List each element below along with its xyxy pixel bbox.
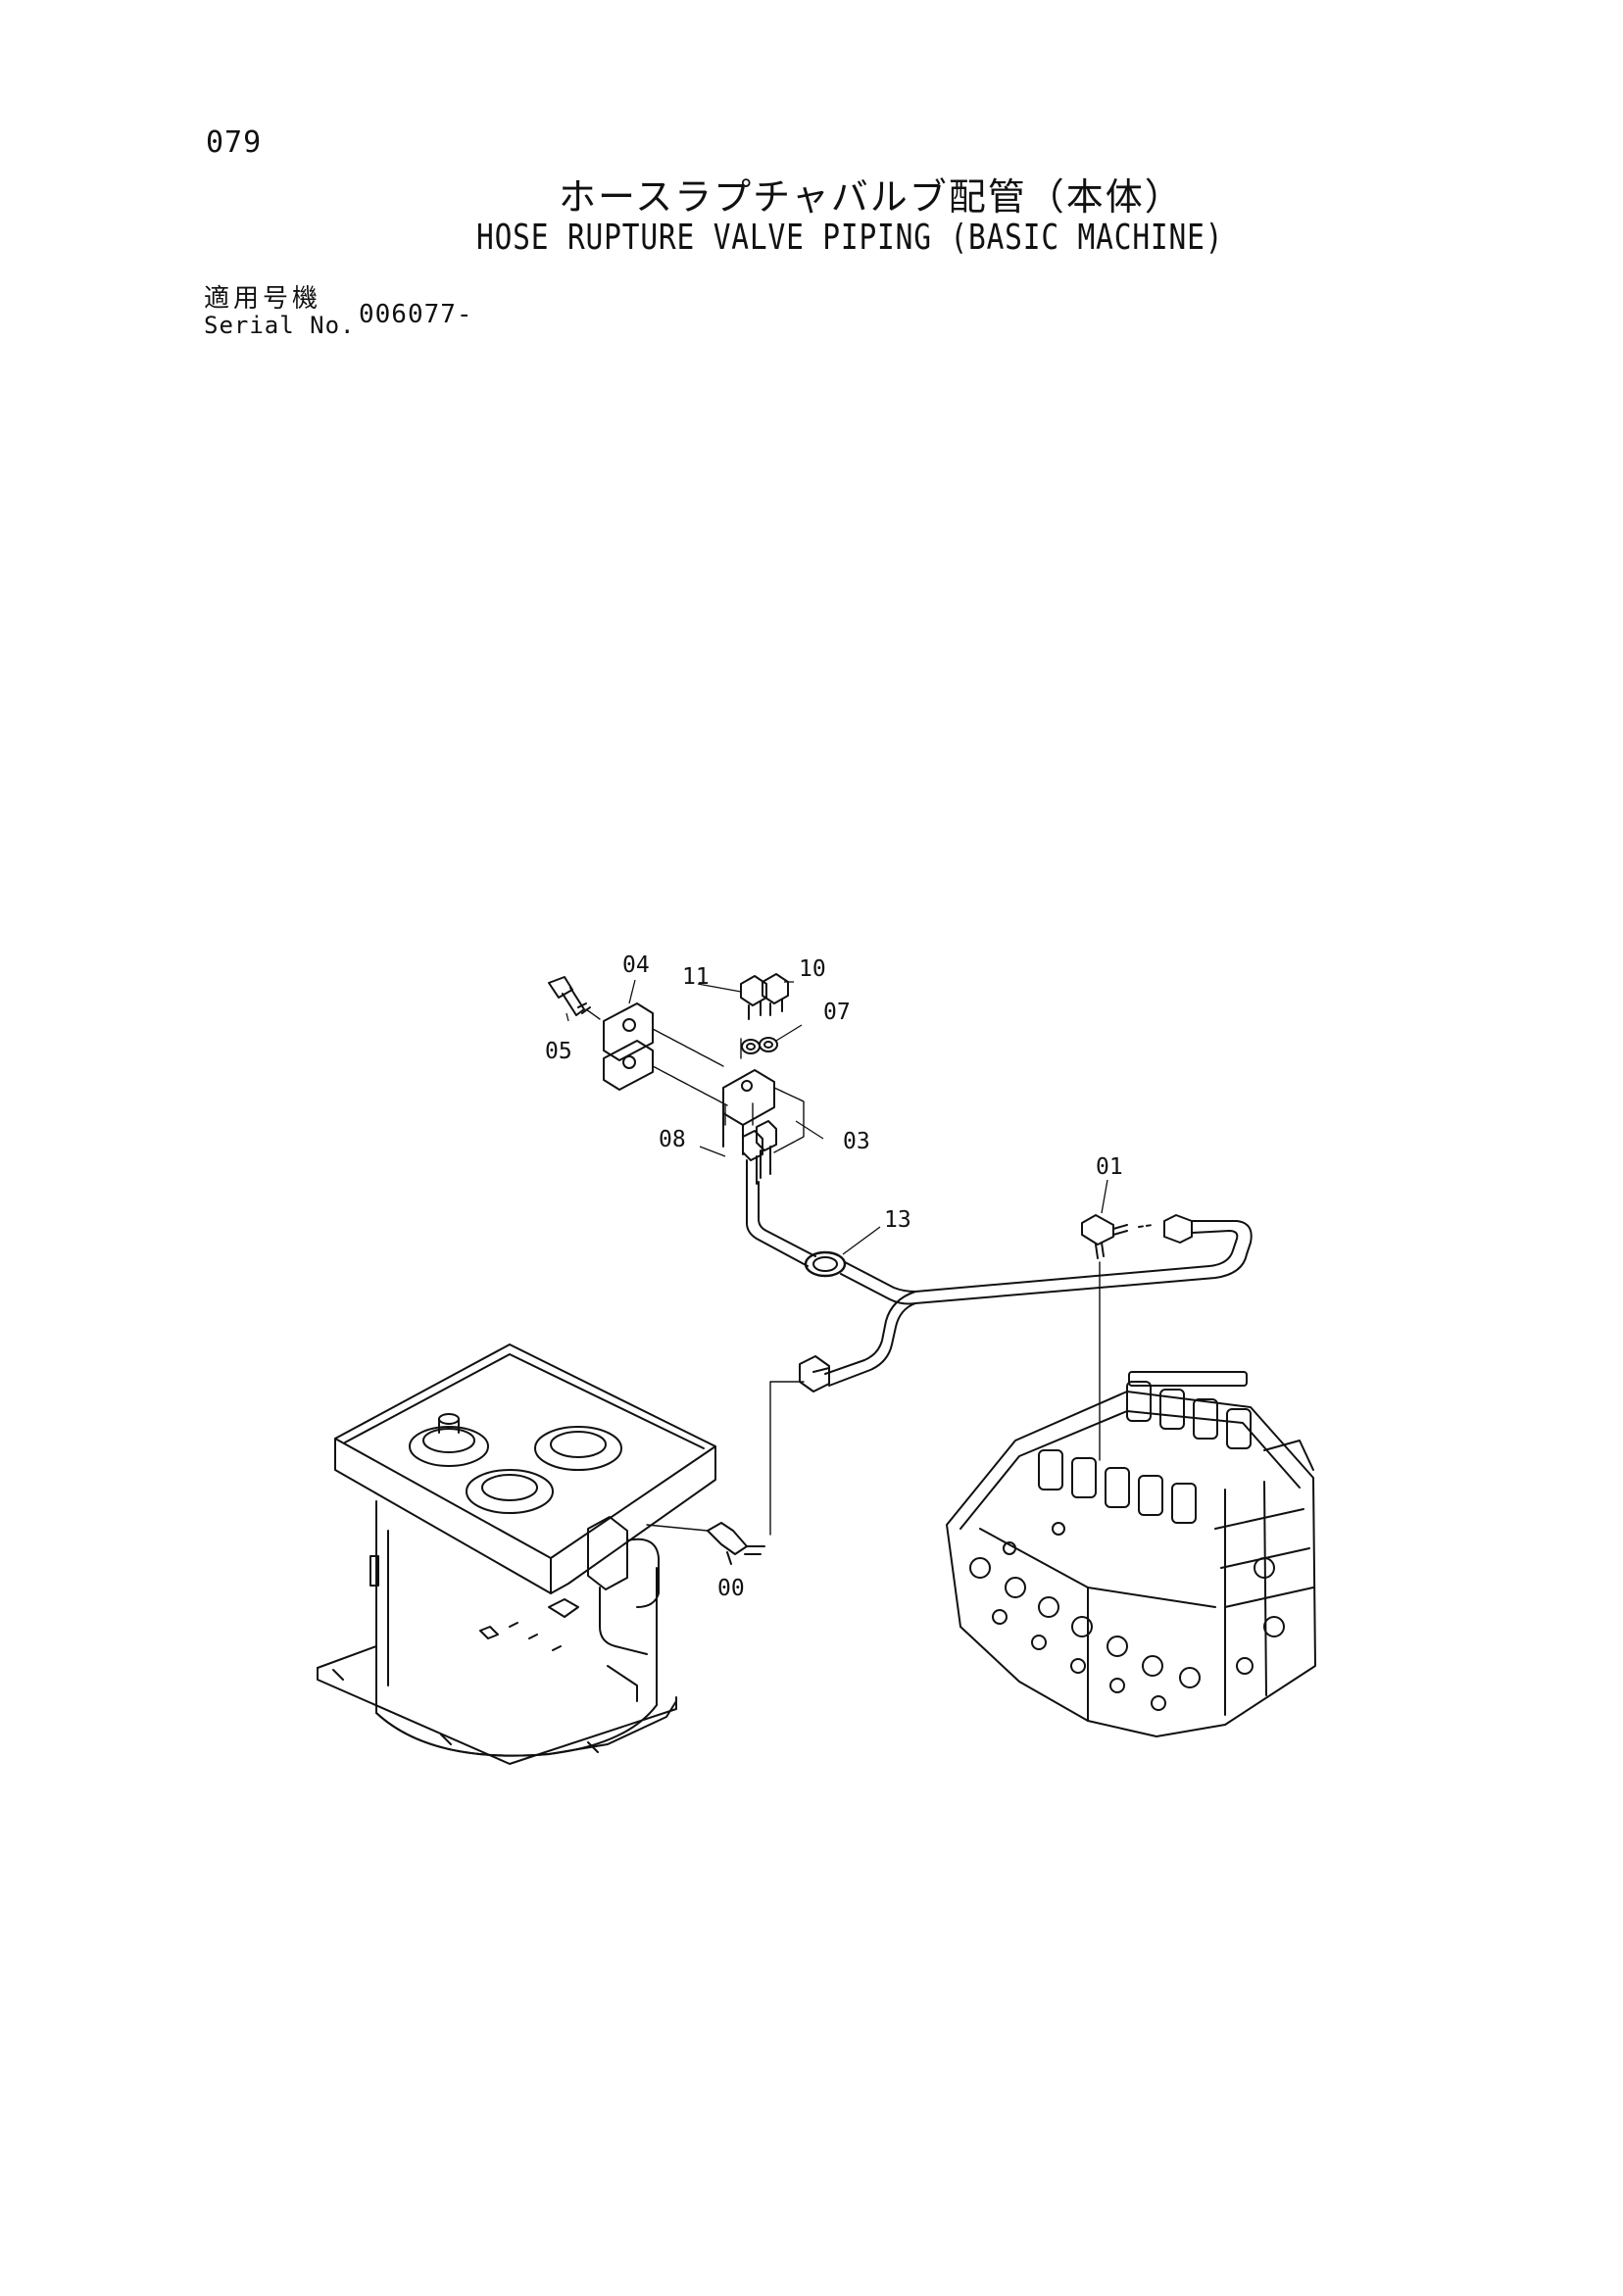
bracket-04-drawing [603, 1002, 654, 1091]
hydraulic-tank-drawing [317, 1343, 716, 1765]
washers-07-drawing [741, 1037, 778, 1054]
page-title-japanese: ホースラプチャバルブ配管（本体） [559, 175, 1184, 219]
assembly-lines [585, 1008, 805, 1153]
fitting-00-drawing [646, 1522, 765, 1565]
part-label-13: 13 [884, 1207, 911, 1233]
page-number: 079 [206, 125, 263, 160]
part-label-01: 01 [1096, 1154, 1123, 1180]
serial-number-value: 006077- [359, 300, 473, 329]
leader-00 [769, 1381, 805, 1536]
serial-label-japanese: 適用号機 [204, 284, 322, 314]
adapter-10-11-drawing [740, 973, 789, 1020]
part-label-04: 04 [622, 953, 650, 978]
part-label-03: 03 [843, 1129, 870, 1154]
part-label-10: 10 [799, 956, 826, 982]
part-label-05: 05 [545, 1039, 572, 1064]
page-title-english: HOSE RUPTURE VALVE PIPING (BASIC MACHINE… [476, 218, 1224, 258]
fittings-08-drawing [742, 1120, 777, 1189]
hose-lines [746, 1181, 1253, 1387]
bracket-03-drawing [722, 1069, 775, 1155]
valve-01-drawing [1081, 1214, 1193, 1259]
part-label-00: 00 [717, 1576, 745, 1601]
label-leaders [566, 979, 1108, 1255]
part-label-07: 07 [823, 1000, 851, 1025]
part-label-11: 11 [682, 964, 710, 990]
serial-label-english: Serial No. [204, 312, 356, 339]
bolt-05-drawing [548, 976, 591, 1016]
control-valve-drawing [946, 1371, 1316, 1737]
part-label-08: 08 [659, 1127, 686, 1152]
